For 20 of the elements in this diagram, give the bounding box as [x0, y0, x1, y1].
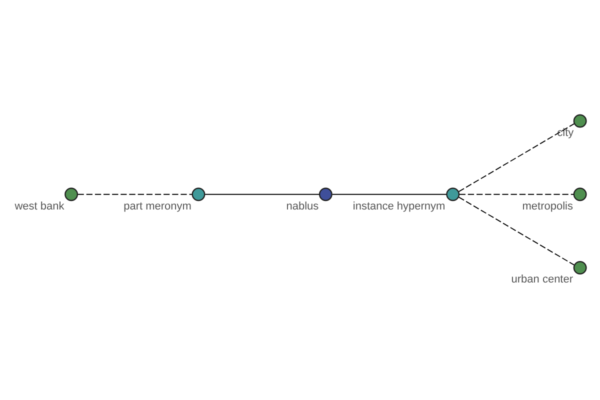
node-circle — [573, 114, 587, 128]
node-circle — [573, 260, 587, 274]
node-label: instance hypernym — [352, 200, 446, 212]
node-label: nablus — [286, 200, 319, 212]
node-label: west bank — [14, 200, 64, 212]
node-label: part meronym — [124, 200, 192, 212]
connector — [77, 193, 193, 194]
node-circle — [446, 187, 460, 201]
node-circle — [192, 187, 206, 201]
node-circle — [64, 187, 78, 201]
connector — [458, 122, 575, 192]
node-label: metropolis — [522, 200, 574, 212]
connector — [204, 193, 320, 194]
node-circle — [318, 187, 332, 201]
connector — [332, 193, 447, 194]
node-label: urban center — [511, 273, 574, 286]
connector — [458, 196, 575, 265]
connector — [458, 193, 574, 194]
node-circle — [573, 187, 587, 201]
node-label: city — [557, 126, 574, 138]
